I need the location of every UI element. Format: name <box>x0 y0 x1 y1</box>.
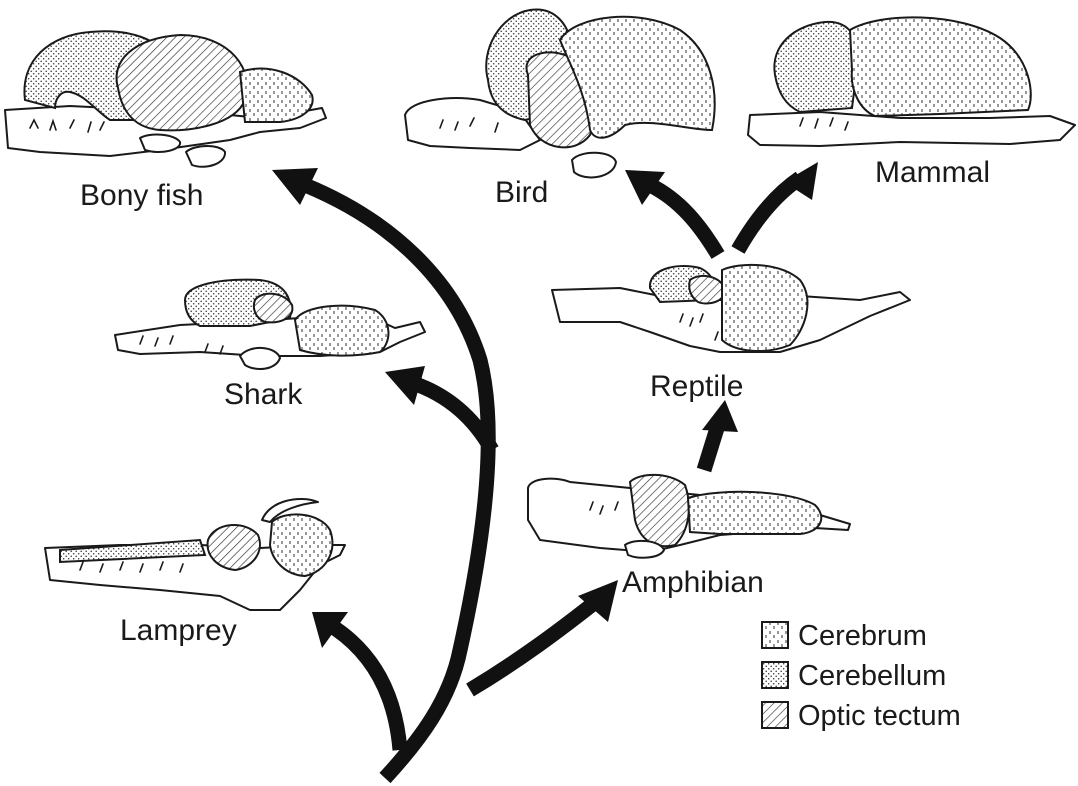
bony-fish-brain <box>4 30 327 168</box>
arrowhead-bird <box>625 170 665 205</box>
arrowhead-reptile <box>702 400 738 432</box>
arrowhead-bony-fish <box>272 168 318 205</box>
label-lamprey: Lamprey <box>120 614 237 647</box>
arrowhead-shark <box>385 366 425 405</box>
label-reptile: Reptile <box>650 370 743 403</box>
arrowhead-lamprey <box>312 612 348 648</box>
branch-mammal <box>731 171 805 254</box>
mammal-brain <box>747 16 1076 147</box>
label-mammal: Mammal <box>875 156 990 189</box>
legend: Cerebrum Cerebellum Optic tectum <box>761 620 961 732</box>
reptile-brain <box>551 263 911 353</box>
arrowhead-amphibian <box>578 580 618 622</box>
label-bird: Bird <box>495 176 548 209</box>
arrowhead-mammal <box>784 162 818 200</box>
branch-amphibian <box>466 594 603 697</box>
lamprey-brain <box>44 498 346 611</box>
legend-swatch-optic-tectum <box>761 701 789 729</box>
legend-label-optic-tectum: Optic tectum <box>798 700 961 732</box>
legend-swatch-cerebellum <box>761 661 789 689</box>
legend-label-cerebrum: Cerebrum <box>798 620 927 652</box>
trunk-main <box>302 178 496 784</box>
label-amphibian: Amphibian <box>622 566 764 599</box>
branch-bird <box>646 178 725 259</box>
shark-brain <box>114 278 426 371</box>
branch-shark <box>407 374 499 454</box>
label-shark: Shark <box>224 378 303 411</box>
label-bony-fish: Bony fish <box>80 179 203 212</box>
legend-label-cerebellum: Cerebellum <box>798 660 946 692</box>
phylogeny-arrows <box>272 162 818 784</box>
branch-lamprey <box>325 618 408 751</box>
legend-swatch-cerebrum <box>761 621 789 649</box>
branch-reptile <box>696 422 726 473</box>
amphibian-brain <box>527 473 851 559</box>
bird-brain <box>404 8 716 179</box>
